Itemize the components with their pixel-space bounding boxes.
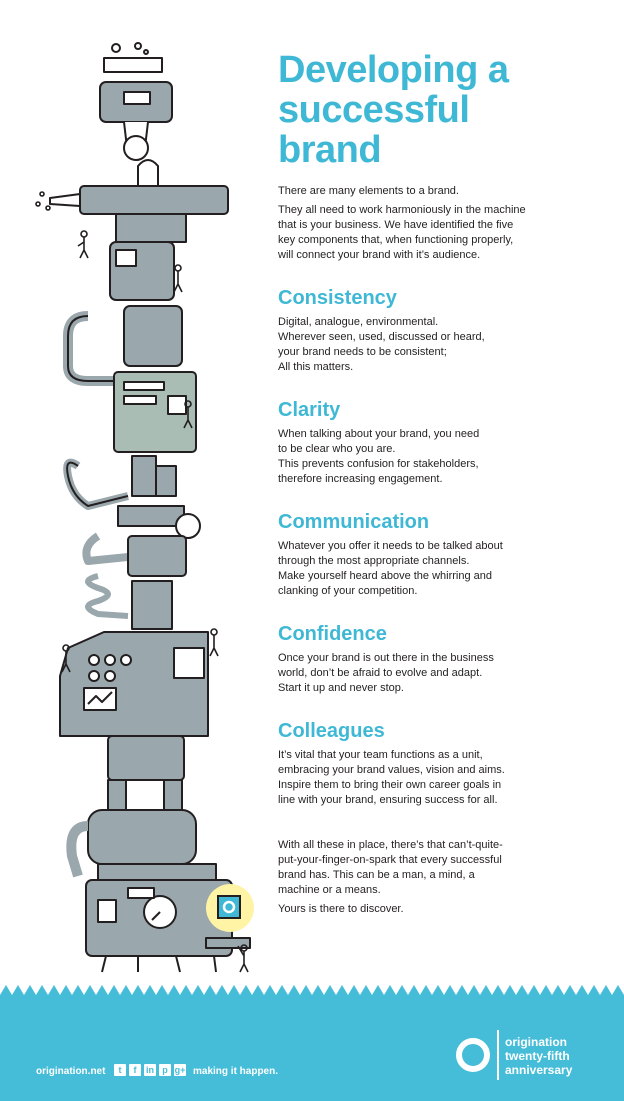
logo-text-line-1: origination — [505, 1035, 567, 1049]
section-heading: Confidence — [278, 623, 387, 645]
intro-paragraph: They all need to work harmoniously in th… — [278, 204, 526, 261]
linkedin-icon[interactable]: in — [144, 1064, 156, 1076]
section-colleagues: Colleagues It’s vital that your team fun… — [278, 720, 528, 808]
section-heading: Colleagues — [278, 720, 385, 742]
intro: There are many elements to a brand. They… — [278, 184, 528, 263]
brand-machine-illustration — [35, 42, 254, 973]
closing-paragraph: With all these in place, there’s that ca… — [278, 839, 503, 896]
googleplus-icon[interactable]: g+ — [174, 1064, 186, 1076]
twitter-icon[interactable]: t — [114, 1064, 126, 1076]
section-text: Digital, analogue, environmental. Wherev… — [278, 316, 485, 373]
main-content: Developing a successful brand There are … — [278, 50, 528, 917]
footer-band — [0, 985, 624, 1101]
pinterest-icon[interactable]: p — [159, 1064, 171, 1076]
closing-paragraph: Yours is there to discover. — [278, 903, 404, 915]
section-text: Whatever you offer it needs to be talked… — [278, 540, 503, 597]
section-communication: Communication Whatever you offer it need… — [278, 511, 528, 599]
section-text: When talking about your brand, you need … — [278, 428, 480, 485]
section-confidence: Confidence Once your brand is out there … — [278, 623, 528, 696]
title-line-1: Developing a — [278, 49, 509, 91]
tagline: making it happen. — [193, 1066, 279, 1077]
logo-text-line-3: anniversary — [505, 1063, 573, 1077]
closing: With all these in place, there’s that ca… — [278, 838, 518, 917]
page-title: Developing a successful brand — [278, 50, 528, 170]
section-heading: Clarity — [278, 399, 341, 421]
origination-logo-icon — [456, 1038, 490, 1072]
section-consistency: Consistency Digital, analogue, environme… — [278, 287, 528, 375]
facebook-icon[interactable]: f — [129, 1064, 141, 1076]
title-line-2: successful brand — [278, 89, 470, 171]
logo-divider — [497, 1030, 499, 1080]
section-heading: Consistency — [278, 287, 397, 309]
website-link[interactable]: origination.net — [36, 1066, 106, 1077]
section-clarity: Clarity When talking about your brand, y… — [278, 399, 528, 487]
section-heading: Communication — [278, 511, 430, 533]
section-text: It’s vital that your team functions as a… — [278, 749, 505, 806]
logo-text-line-2: twenty-fifth — [505, 1049, 570, 1063]
intro-paragraph: There are many elements to a brand. — [278, 185, 459, 197]
section-text: Once your brand is out there in the busi… — [278, 652, 494, 694]
social-icons: t f in p g+ — [114, 1064, 186, 1076]
